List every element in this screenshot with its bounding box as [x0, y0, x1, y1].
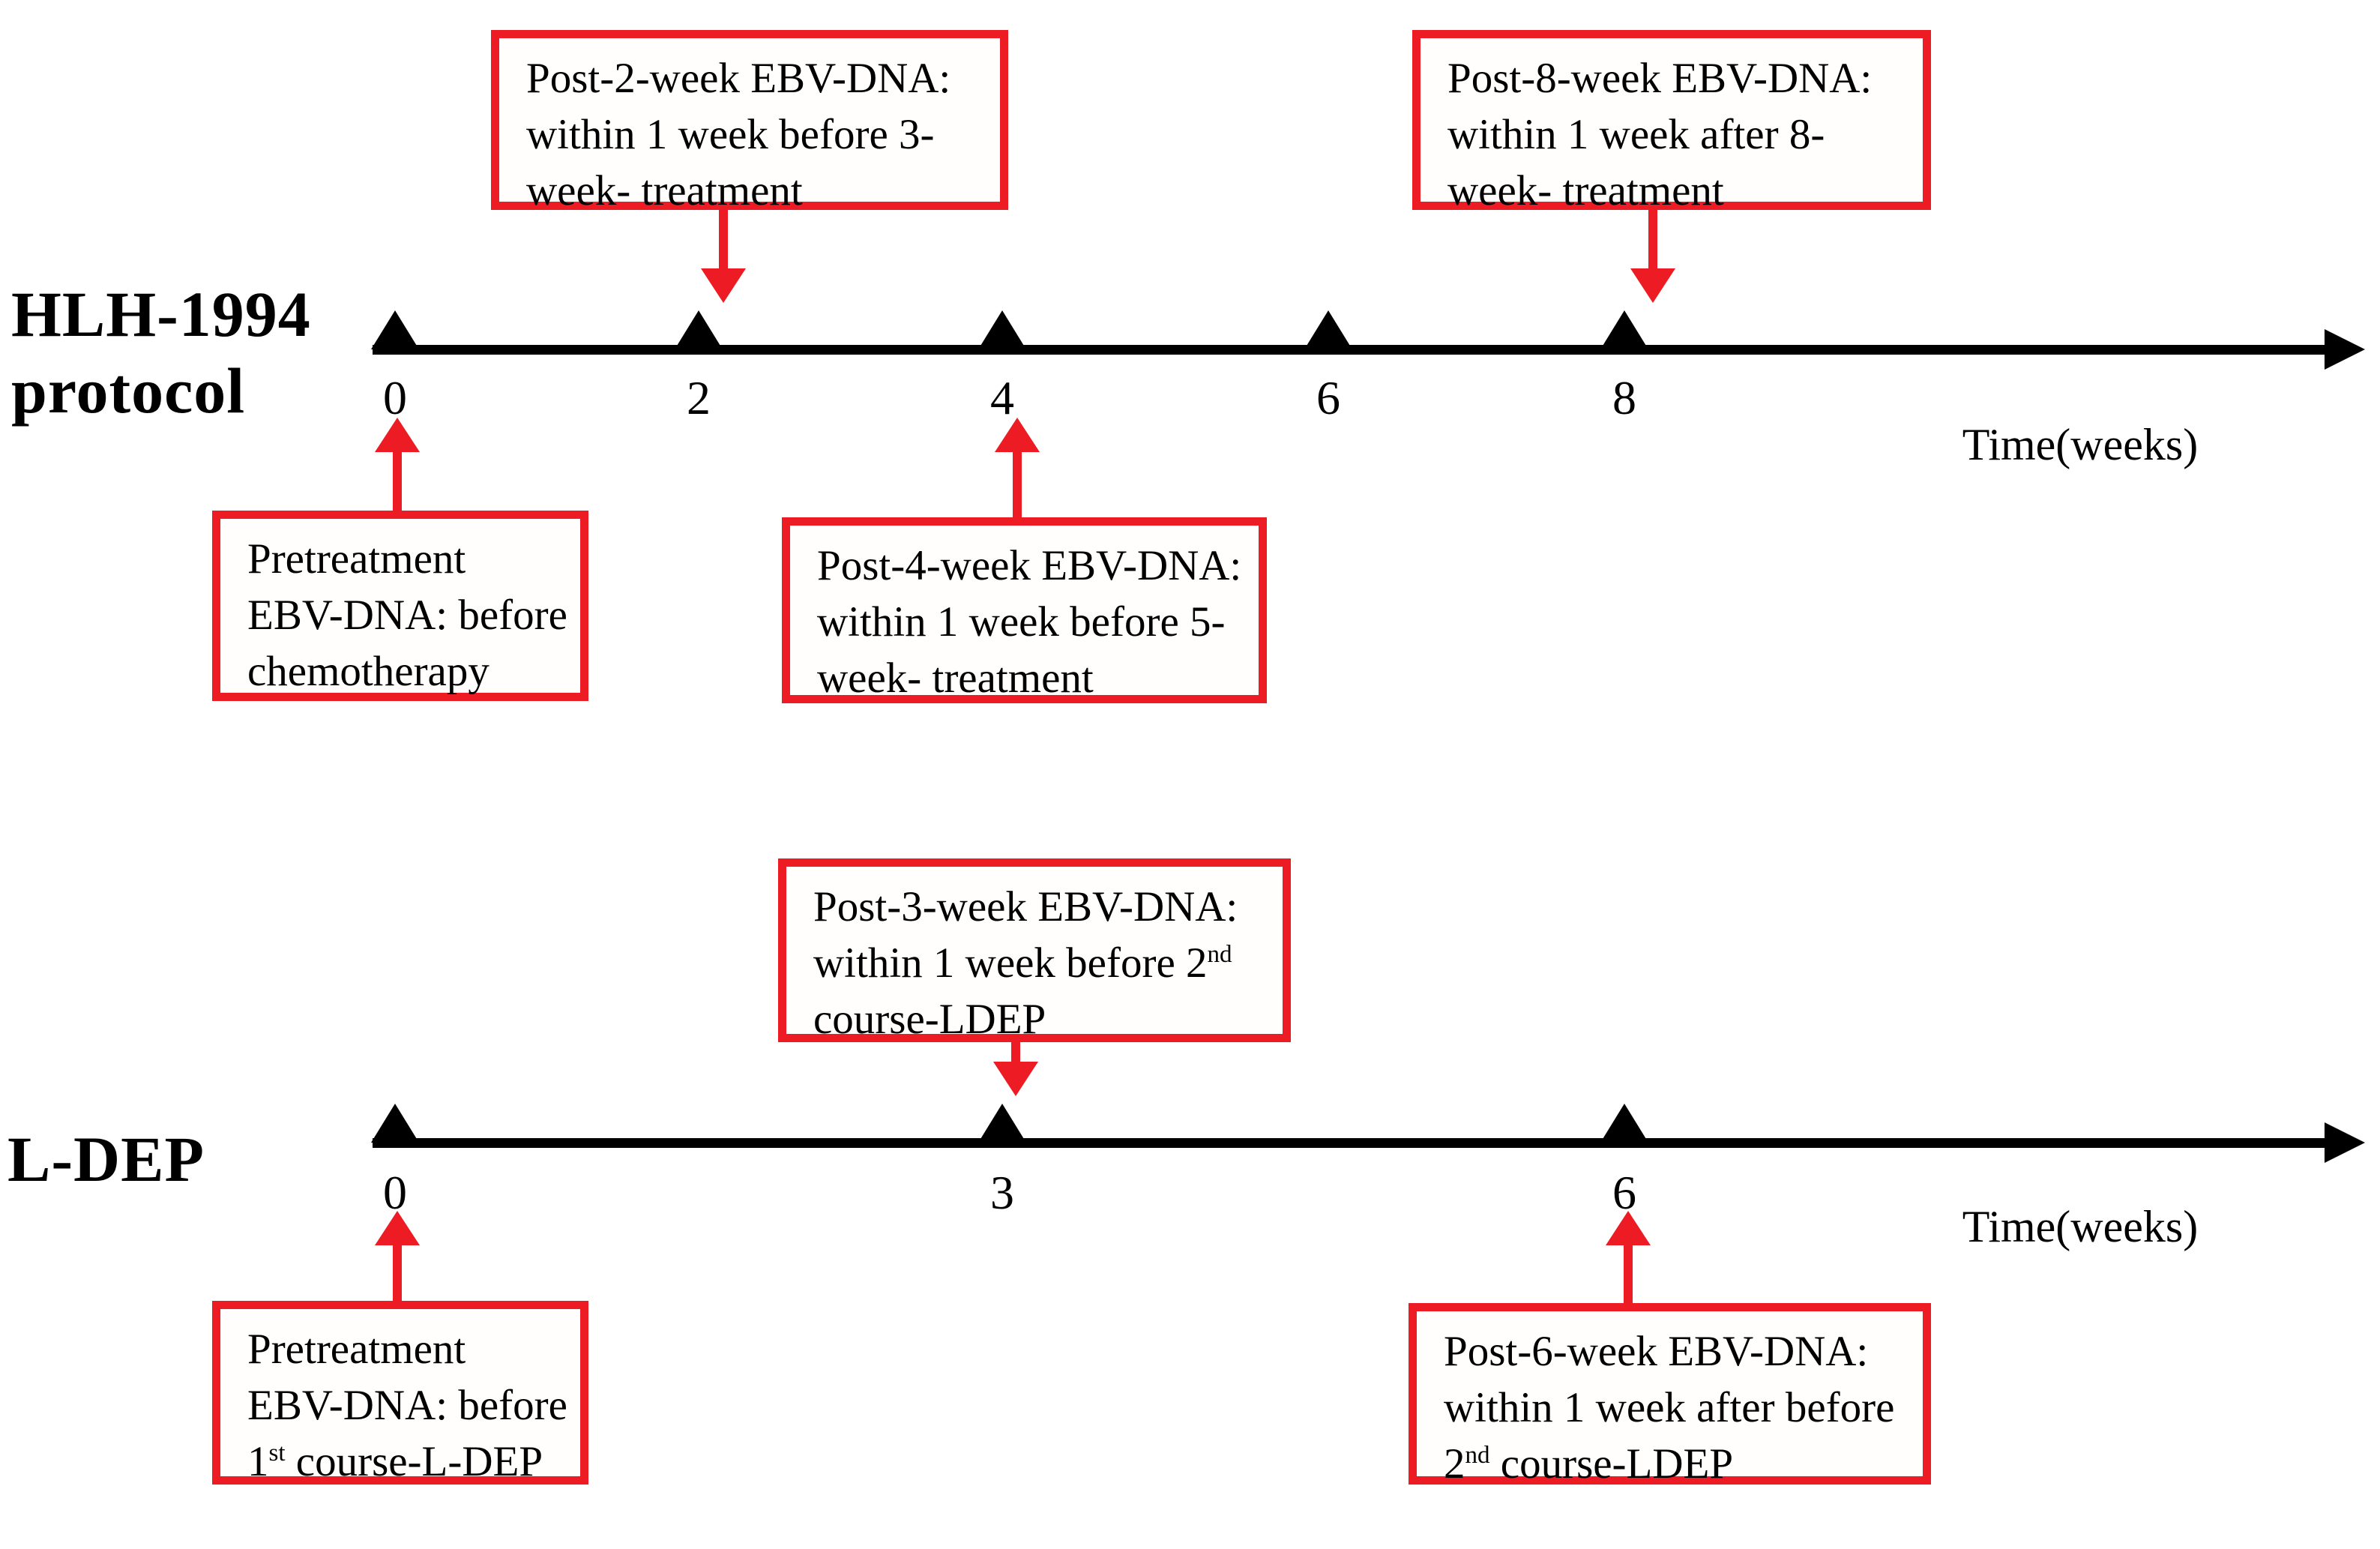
tick-label-week-8: 8: [1612, 371, 1636, 424]
red-arrow-up-icon: [995, 418, 1040, 452]
annotation-text-line: Post-2-week EBV-DNA:: [526, 55, 951, 102]
annotation-box-post-3-week-ebv-dna: Post-3-week EBV-DNA: within 1 week before…: [778, 858, 1291, 1043]
axis-line-l-dep: [373, 1138, 2328, 1148]
annotation-text-line: within 1 week before 5-: [817, 598, 1226, 646]
annotation-text-line: Pretreatment: [247, 1326, 466, 1373]
axis-arrowhead-icon: [2325, 1122, 2365, 1163]
annotation-box-post-4-week-ebv-dna: Post-4-week EBV-DNA: within 1 week before…: [782, 517, 1267, 703]
tick-label-week-6: 6: [1612, 1166, 1636, 1219]
tick-label-week-0: 0: [383, 1166, 407, 1219]
axis-line-hlh-1994-protocol: [373, 345, 2328, 355]
annotation-box-post-8-week-ebv-dna: Post-8-week EBV-DNA: within 1 week after …: [1412, 30, 1931, 214]
red-arrow-down-icon: [1630, 268, 1675, 303]
tick-marker-icon-week-8: [1600, 310, 1648, 349]
red-arrow-shaft: [1624, 1244, 1633, 1308]
red-arrow-shaft: [719, 207, 728, 273]
annotation-text-line: within 1 week after 8-: [1447, 111, 1825, 158]
annotation-text-line: within 1 week after before: [1444, 1384, 1895, 1431]
axis-time-label: Time(weeks): [1962, 1202, 2199, 1251]
annotation-text-line: 1st course-L-DEP: [247, 1438, 543, 1485]
annotation-box-post-6-week-ebv-dna: Post-6-week EBV-DNA: within 1 week after …: [1409, 1303, 1931, 1488]
annotation-text-line: Pretreatment: [247, 535, 466, 583]
tick-marker-icon-week-4: [978, 310, 1026, 349]
red-arrow-up-icon: [375, 418, 420, 452]
tick-marker-icon-week-3: [978, 1104, 1026, 1143]
red-arrow-shaft: [393, 1244, 402, 1305]
tick-label-week-6: 6: [1316, 371, 1340, 424]
tick-marker-icon-week-6: [1304, 310, 1352, 349]
annotation-box-post-2-week-ebv-dna: Post-2-week EBV-DNA: within 1 week before…: [491, 30, 1008, 214]
red-arrow-down-icon: [701, 268, 746, 303]
tick-marker-icon-week-0: [371, 1104, 419, 1143]
annotation-text-line: chemotherapy: [247, 648, 489, 695]
section-label-hlh-1994-protocol: HLH-1994 protocol: [11, 278, 311, 427]
red-arrow-shaft: [1013, 451, 1022, 522]
annotation-text-line: week- treatment: [526, 167, 803, 214]
red-arrow-shaft: [393, 451, 402, 515]
red-arrow-up-icon: [375, 1211, 420, 1245]
annotation-text-line: within 1 week before 2nd: [813, 939, 1232, 987]
tick-label-week-3: 3: [990, 1166, 1014, 1219]
red-arrow-up-icon: [1606, 1211, 1651, 1245]
annotation-text-line: week- treatment: [1447, 167, 1724, 214]
annotation-text-line: EBV-DNA: before: [247, 592, 567, 639]
annotation-text-line: Post-4-week EBV-DNA:: [817, 542, 1242, 589]
annotation-text-line: EBV-DNA: before: [247, 1382, 567, 1429]
red-arrow-shaft: [1648, 207, 1657, 273]
axis-arrowhead-icon: [2325, 329, 2365, 370]
annotation-text-line: Post-6-week EBV-DNA:: [1444, 1328, 1869, 1375]
annotation-text-line: course-LDEP: [813, 996, 1046, 1043]
tick-label-week-4: 4: [990, 371, 1014, 424]
tick-label-week-0: 0: [383, 371, 407, 424]
red-arrow-down-icon: [993, 1062, 1038, 1096]
annotation-text-line: 2nd course-LDEP: [1444, 1440, 1734, 1488]
annotation-text-line: week- treatment: [817, 655, 1094, 702]
red-arrow-shaft: [1011, 1039, 1020, 1066]
tick-label-week-2: 2: [687, 371, 711, 424]
annotation-text-line: Post-8-week EBV-DNA:: [1447, 55, 1873, 102]
tick-marker-icon-week-2: [675, 310, 723, 349]
section-label-l-dep: L-DEP: [7, 1123, 205, 1195]
annotation-text-line: within 1 week before 3-: [526, 111, 935, 158]
tick-marker-icon-week-6: [1600, 1104, 1648, 1143]
axis-time-label: Time(weeks): [1962, 420, 2199, 469]
annotation-text-line: Post-3-week EBV-DNA:: [813, 883, 1238, 930]
tick-marker-icon-week-0: [371, 310, 419, 349]
